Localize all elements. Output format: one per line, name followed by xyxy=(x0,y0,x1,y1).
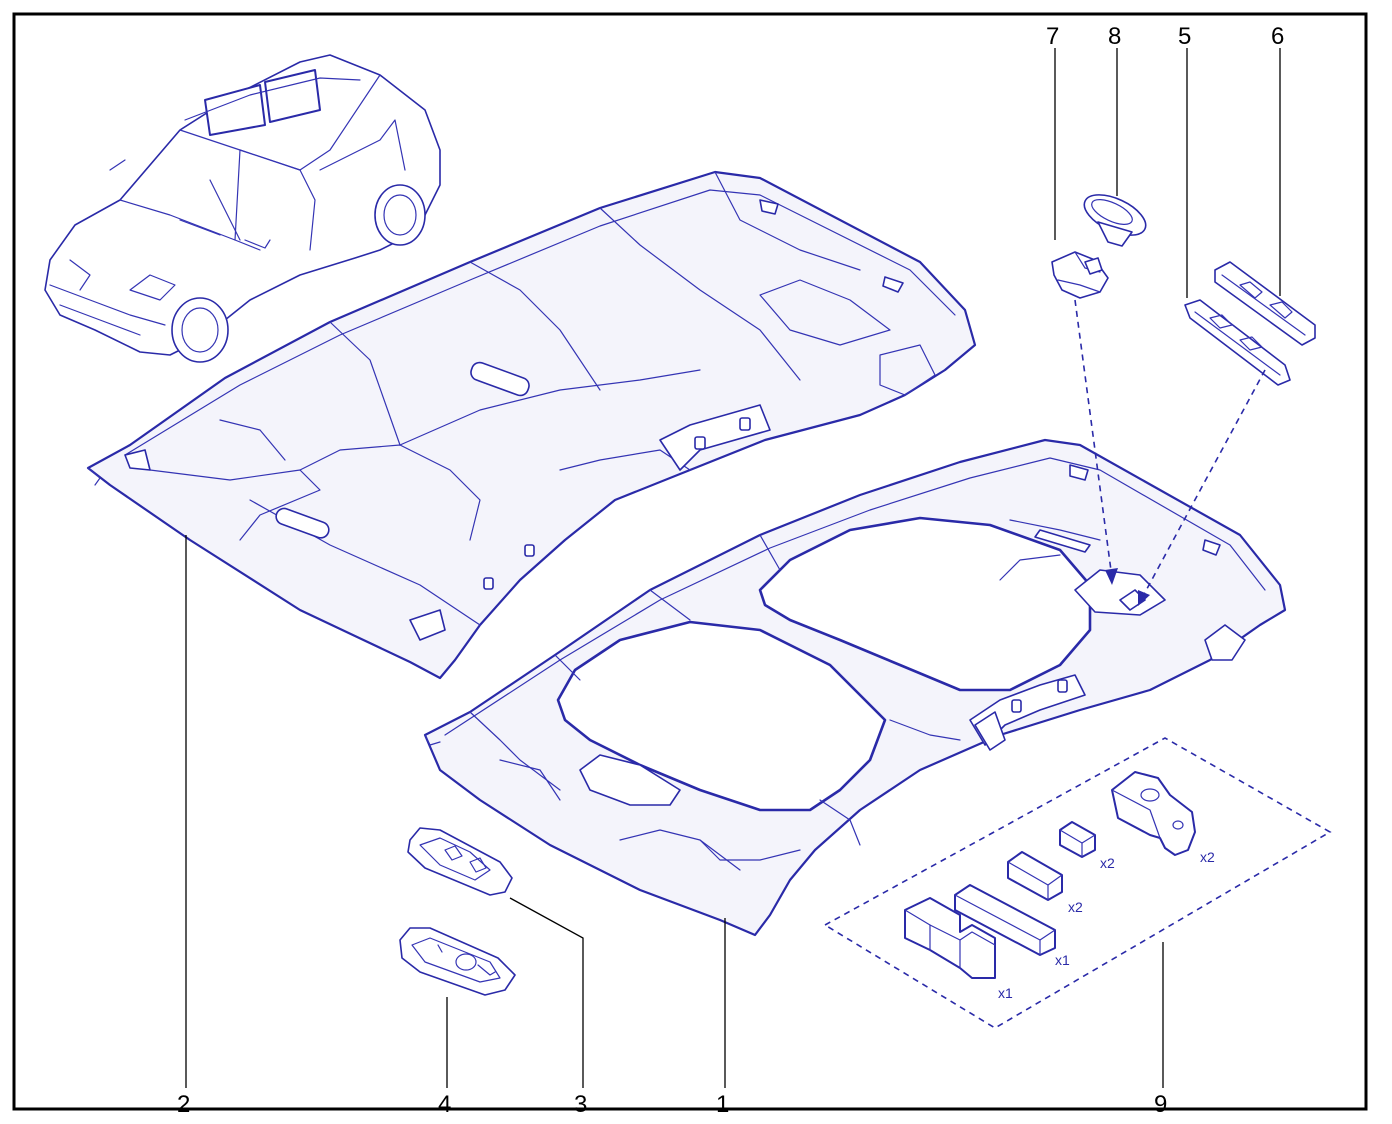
qty-long-bar: x1 xyxy=(1055,952,1070,968)
callout-2: 2 xyxy=(177,1091,190,1118)
part-5-cover xyxy=(1184,299,1291,386)
qty-short-bar: x2 xyxy=(1068,899,1083,915)
callout-8: 8 xyxy=(1108,23,1121,50)
headliner-part-1 xyxy=(423,438,1287,937)
leader-lines xyxy=(185,48,1281,1088)
part-4-lens xyxy=(399,927,516,996)
part-9-kit: x1 x1 x2 x2 x2 xyxy=(823,737,1332,1029)
qty-cube: x2 xyxy=(1100,855,1115,871)
part-3-light-unit xyxy=(407,827,513,896)
part-8-cap xyxy=(1083,194,1147,247)
leader-3 xyxy=(509,897,584,1088)
arrowhead-7 xyxy=(1105,568,1118,585)
callout-7: 7 xyxy=(1046,23,1059,50)
qty-bracket: x2 xyxy=(1200,849,1215,865)
callout-1: 1 xyxy=(716,1091,729,1118)
callout-6: 6 xyxy=(1271,23,1284,50)
part-6-bracket xyxy=(1214,261,1316,346)
assembly-line-7 xyxy=(1074,299,1113,579)
callout-5: 5 xyxy=(1178,23,1191,50)
car-illustration xyxy=(44,54,441,363)
arrowhead-5 xyxy=(1138,590,1150,606)
callout-3: 3 xyxy=(574,1091,587,1118)
callout-4: 4 xyxy=(438,1091,451,1118)
diagram-frame xyxy=(12,12,1368,1111)
qty-u-block: x1 xyxy=(998,985,1013,1001)
callout-9: 9 xyxy=(1154,1091,1167,1118)
part-7-light xyxy=(1051,251,1109,299)
headliner-part-2 xyxy=(86,170,977,680)
